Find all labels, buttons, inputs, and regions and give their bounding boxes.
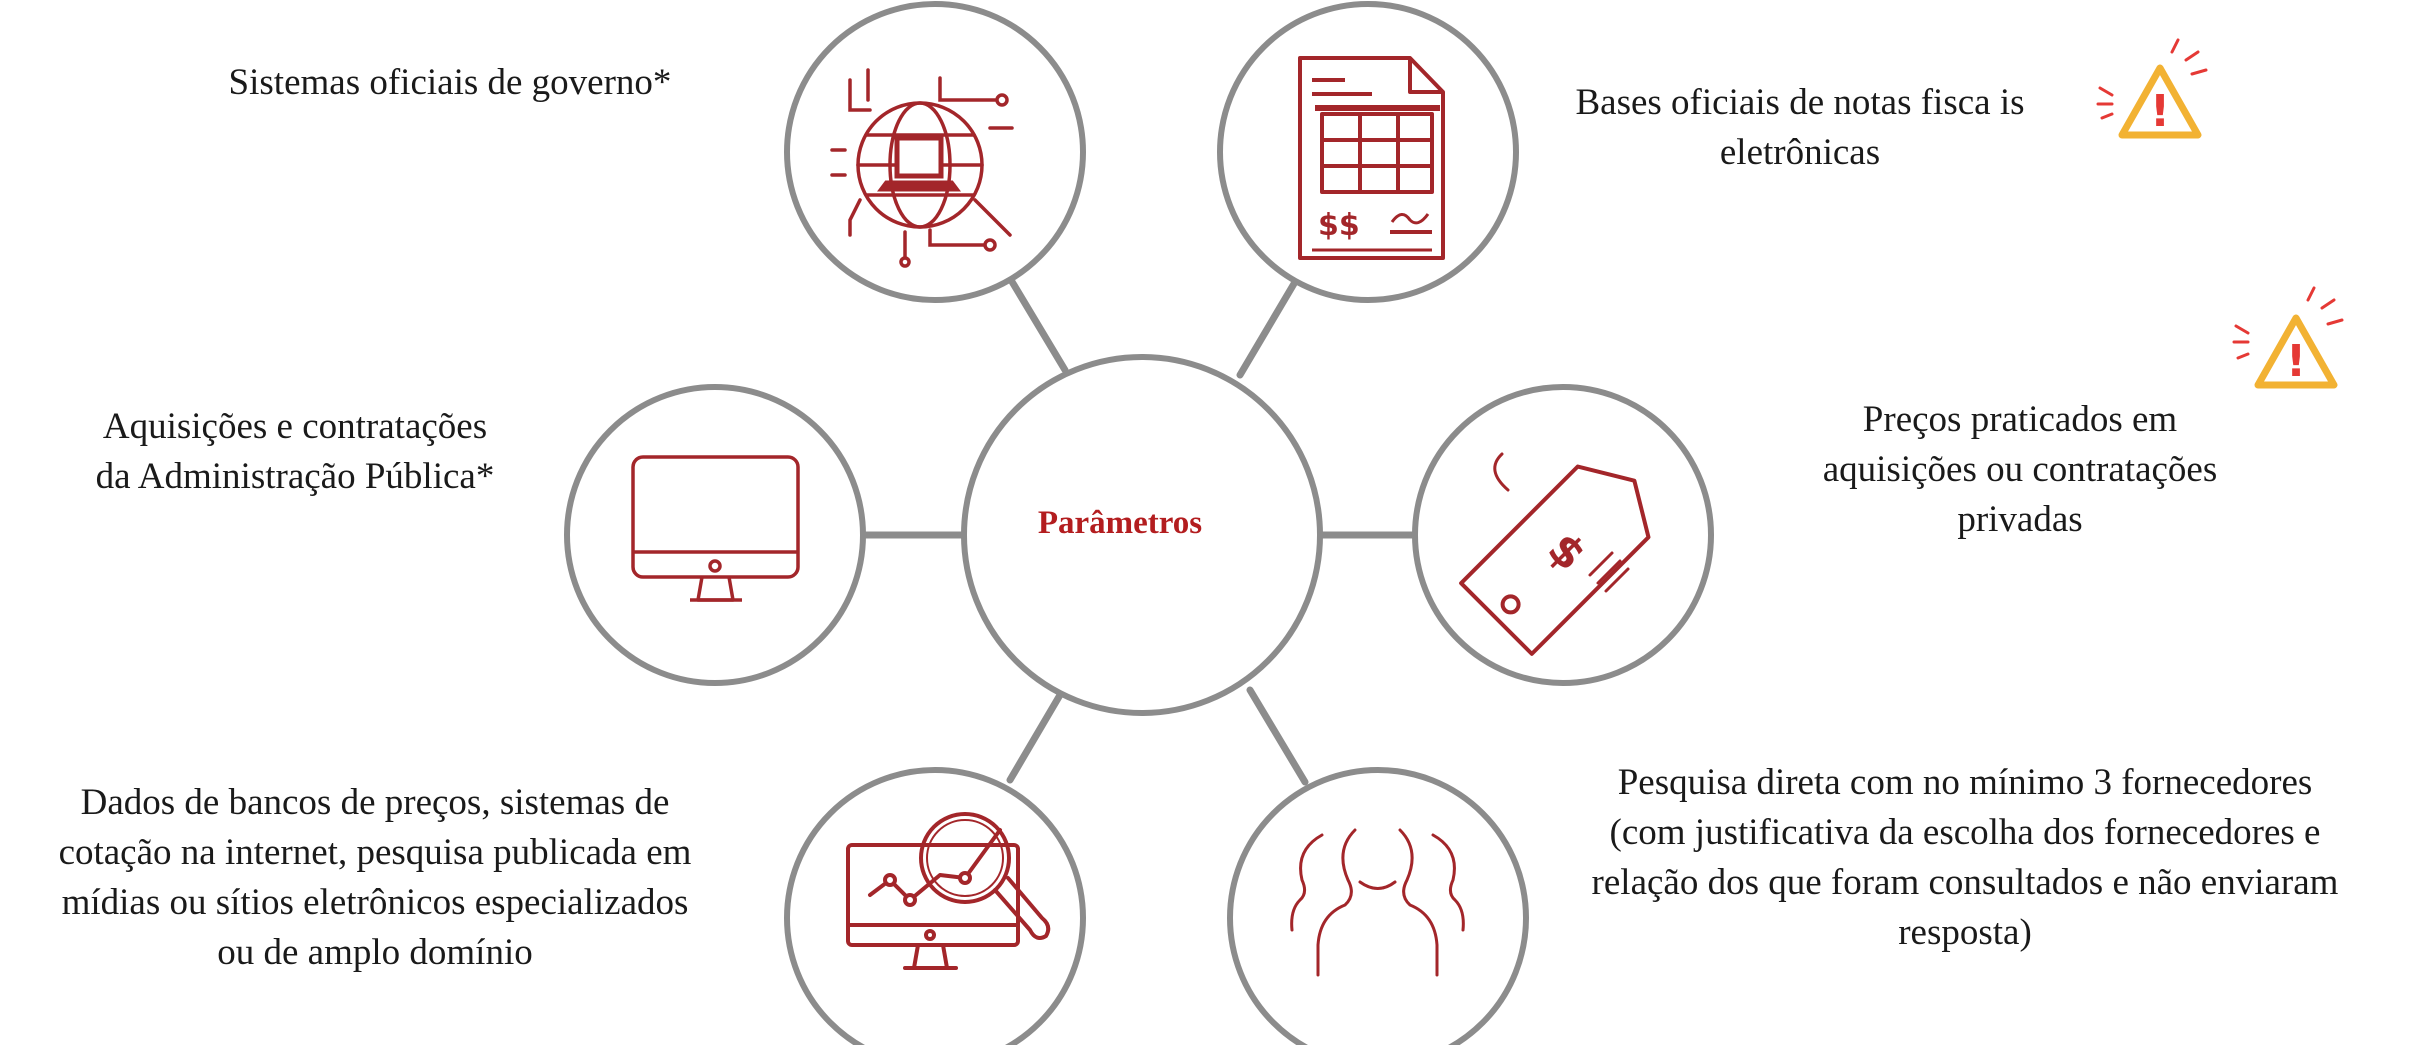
monitor-chart-magnifier-icon (846, 812, 1051, 970)
warning-triangle-icon: ! (2096, 38, 2208, 139)
label-aquisicoes-publicas: Aquisições e contratações da Administraç… (40, 402, 550, 502)
label-line: cotação na internet, pesquisa publicada … (58, 832, 692, 873)
svg-text:!: ! (2286, 336, 2306, 387)
connector-pesquisa-direta (1246, 686, 1309, 786)
label-line: da Administração Pública* (95, 456, 495, 497)
node-circle-bases-notas-fiscais (1217, 1, 1519, 303)
node-circle-aquisicoes-publicas (564, 384, 866, 686)
svg-text:!: ! (2150, 86, 2170, 137)
label-line: Dados de bancos de preços, sistemas de (80, 782, 670, 823)
label-bancos-de-precos: Dados de bancos de preços, sistemas de c… (0, 778, 750, 978)
connectors (856, 266, 1422, 786)
label-precos-privados: Preços praticados em aquisições ou contr… (1760, 395, 2280, 545)
invoice-document-icon: $$ (1298, 56, 1445, 260)
label-pesquisa-direta: Pesquisa direta com no mínimo 3 forneced… (1530, 758, 2400, 958)
label-line: ou de amplo domínio (217, 932, 533, 973)
label-line: Sistemas oficiais de governo* (228, 62, 672, 103)
svg-text:$$: $$ (1318, 208, 1360, 243)
center-label: Parâmetros (1037, 505, 1203, 541)
computer-monitor-icon (631, 455, 800, 602)
label-line: resposta) (1898, 912, 2032, 953)
label-bases-notas-fiscais: Bases oficiais de notas fisca is eletrôn… (1530, 78, 2070, 178)
label-line: (com justificativa da escolha dos fornec… (1609, 812, 2321, 853)
center-circle (961, 354, 1323, 716)
label-line: Preços praticados em (1862, 399, 2178, 440)
people-group-icon (1290, 828, 1465, 977)
label-line: Pesquisa direta com no mínimo 3 forneced… (1617, 762, 2313, 803)
node-circle-bancos-de-precos (784, 767, 1086, 1045)
label-line: relação dos que foram consultados e não … (1591, 862, 2339, 903)
label-line: aquisições ou contratações (1822, 449, 2218, 490)
label-line: mídias ou sítios eletrônicos especializa… (61, 882, 689, 923)
label-line: privadas (1957, 499, 2083, 540)
connector-sistemas-oficiais (1001, 266, 1069, 374)
connector-bancos-de-precos (1006, 691, 1064, 784)
globe-laptop-circuit-icon (830, 68, 1014, 268)
connector-bases-notas-fiscais (1236, 278, 1299, 379)
warning-triangle-icon: ! (2232, 286, 2344, 389)
node-circle-pesquisa-direta (1227, 767, 1529, 1045)
label-line: Bases oficiais de notas fisca is (1575, 82, 2025, 123)
label-line: eletrônicas (1719, 132, 1881, 173)
label-line: Aquisições e contratações (102, 406, 488, 447)
label-sistemas-oficiais: Sistemas oficiais de governo* (180, 58, 720, 108)
